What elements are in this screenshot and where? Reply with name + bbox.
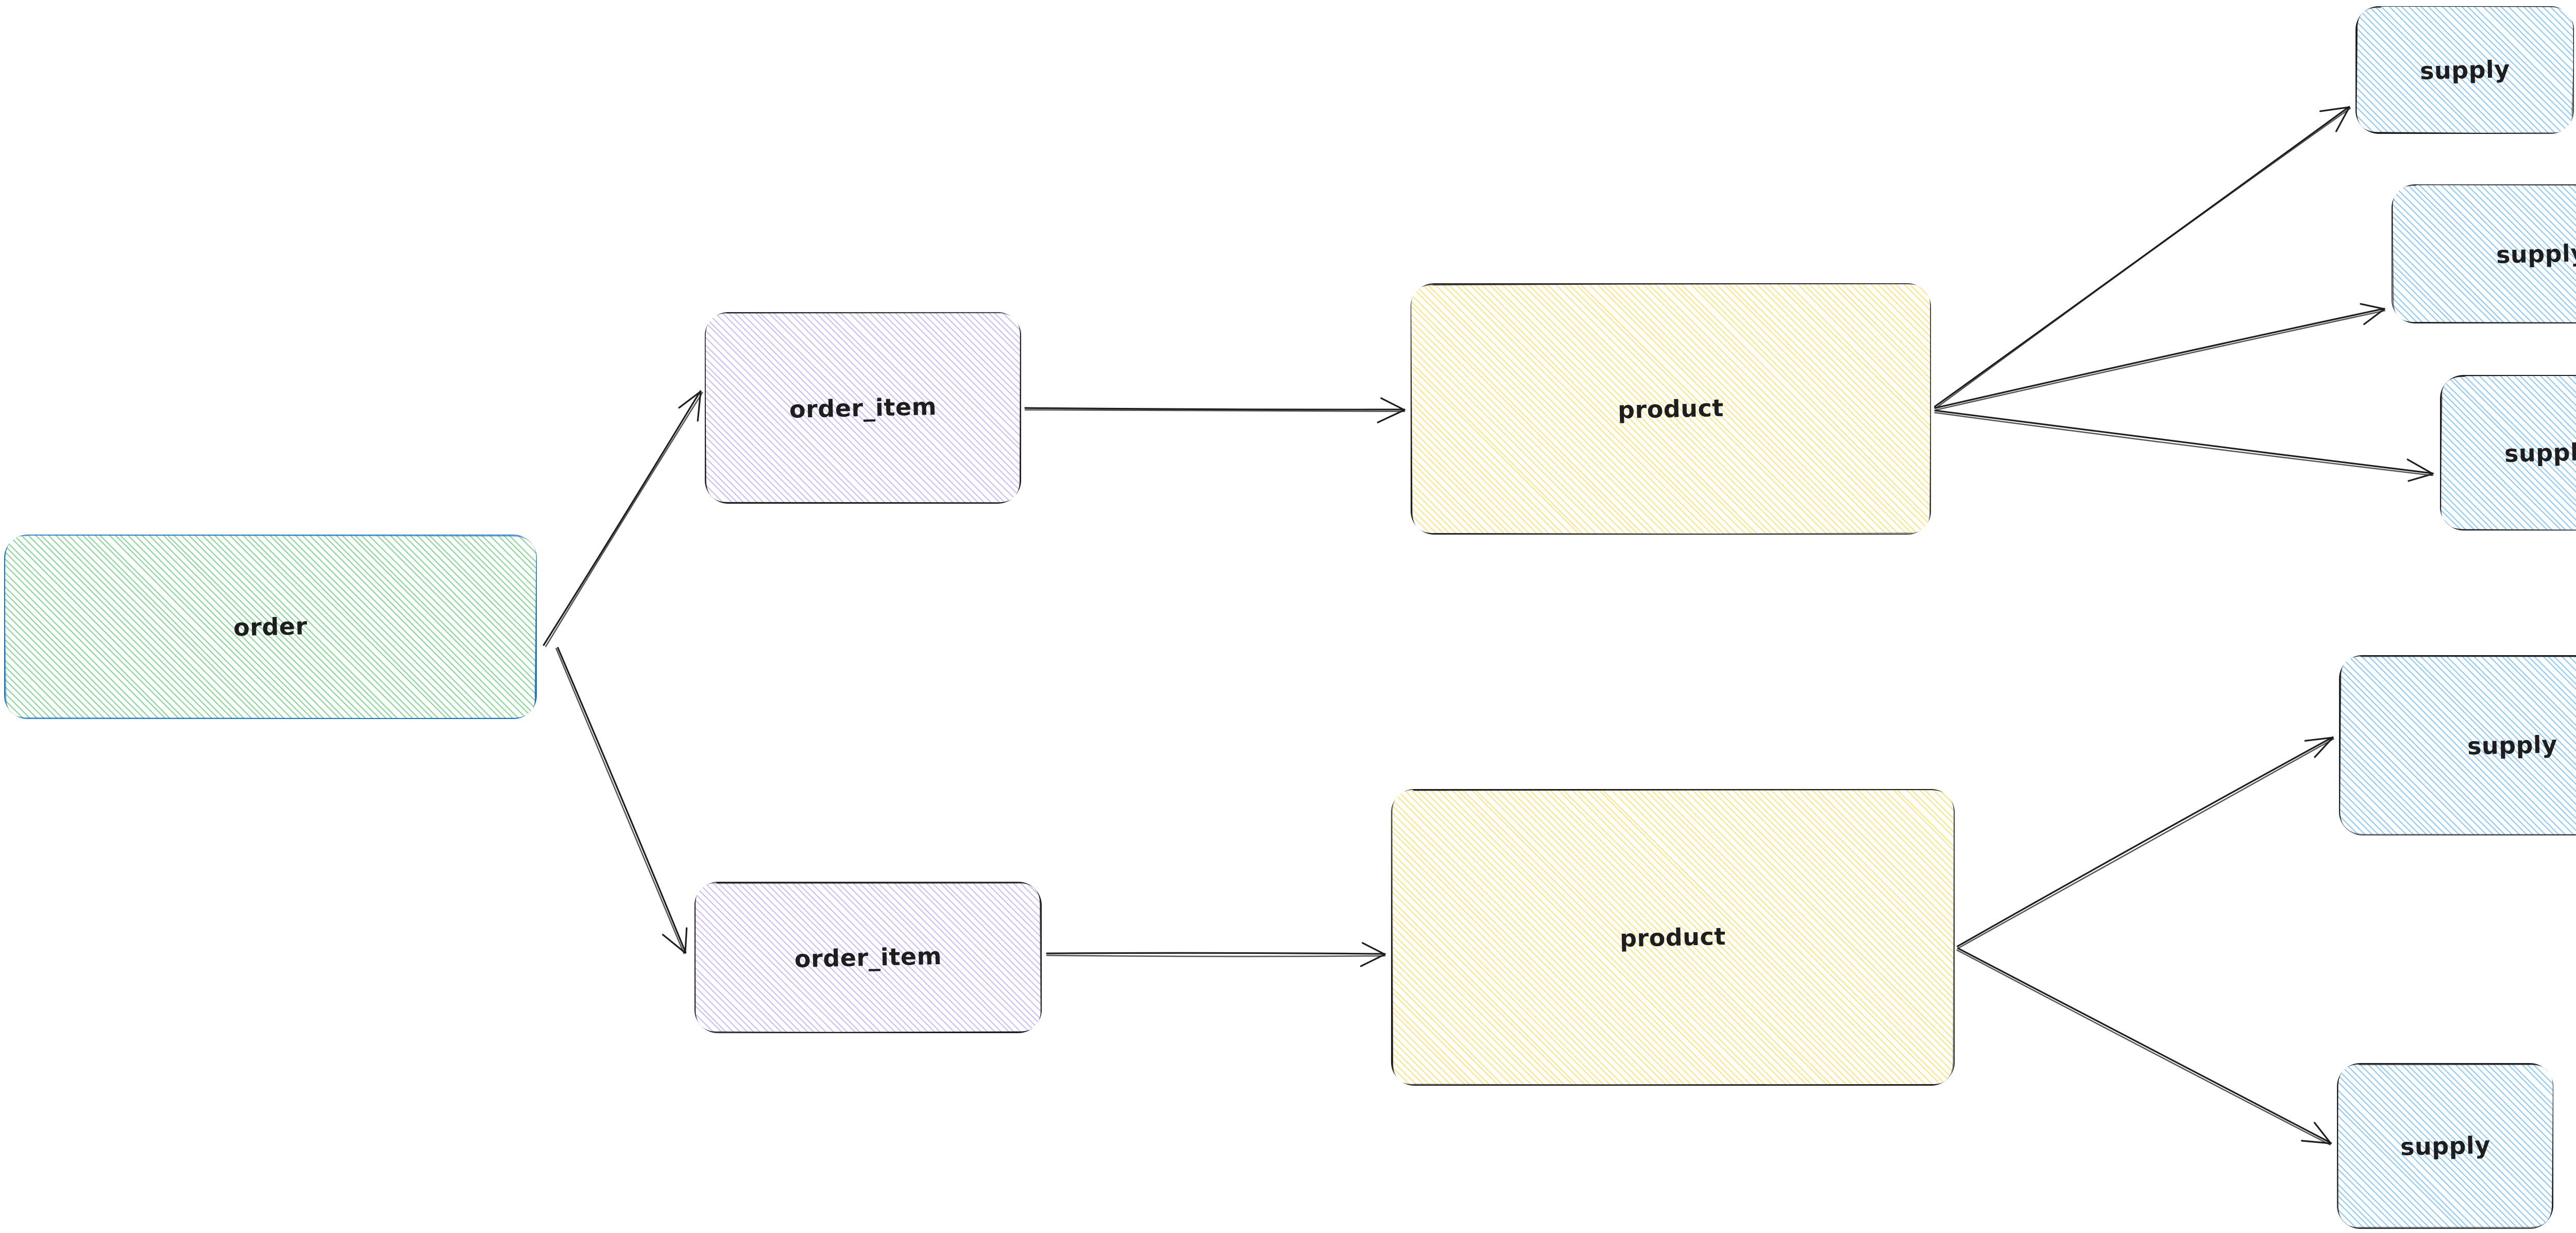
edge-product_top-to-supply_1: [1934, 106, 2351, 409]
edge-product_bottom-to-supply_4: [1957, 736, 2334, 949]
edge-order-to-order_item_bottom: [555, 647, 688, 954]
node-label: supply: [2467, 730, 2557, 760]
node-label: order: [233, 612, 308, 642]
node-order[interactable]: order: [4, 535, 537, 719]
node-label: product: [1619, 922, 1726, 953]
edge-product_top-to-supply_2: [1934, 303, 2385, 411]
node-label: supply: [2496, 239, 2576, 269]
node-label: order_item: [794, 942, 942, 973]
node-supply_1[interactable]: supply: [2355, 6, 2574, 134]
node-supply_5[interactable]: supply: [2337, 1063, 2553, 1229]
node-product_bottom[interactable]: product: [1391, 789, 1955, 1086]
node-label: product: [1617, 393, 1724, 424]
edge-order-to-order_item_top: [543, 390, 703, 647]
node-label: order_item: [789, 392, 937, 423]
node-label: supply: [2504, 438, 2576, 468]
node-supply_4[interactable]: supply: [2339, 655, 2576, 835]
edge-order_item_bottom-to-product_bottom: [1046, 942, 1386, 967]
edge-order_item_top-to-product_top: [1024, 397, 1405, 423]
node-supply_3[interactable]: supply: [2440, 375, 2576, 530]
node-label: supply: [2400, 1131, 2490, 1161]
node-supply_2[interactable]: supply: [2392, 184, 2576, 323]
node-label: supply: [2419, 55, 2510, 85]
node-order_item_top[interactable]: order_item: [705, 312, 1021, 504]
edge-product_top-to-supply_3: [1934, 409, 2434, 482]
edge-product_bottom-to-supply_5: [1956, 947, 2332, 1145]
node-product_top[interactable]: product: [1411, 283, 1931, 535]
node-order_item_bottom[interactable]: order_item: [694, 882, 1042, 1033]
